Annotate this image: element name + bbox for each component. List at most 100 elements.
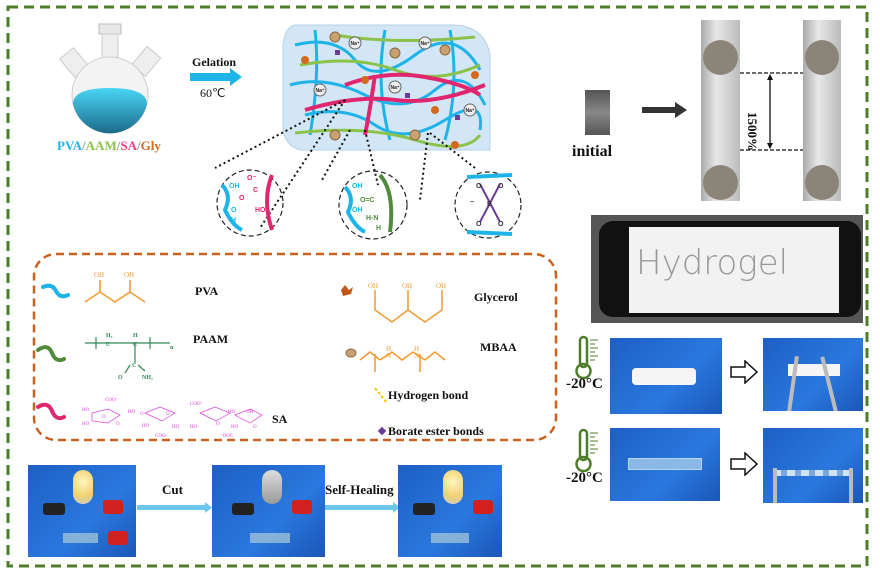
svg-text:O: O: [102, 415, 106, 420]
temperature-label: 60℃: [200, 86, 226, 100]
photo-frozen-white-gel-tweezers: [763, 338, 863, 411]
legend-paam: PAAM: [193, 332, 229, 346]
svg-text:HO: HO: [128, 410, 136, 415]
photo-frozen-white-gel: [610, 338, 722, 414]
svg-text:O: O: [476, 221, 482, 228]
svg-text:OH: OH: [352, 183, 363, 190]
sa-chain-icon: [36, 402, 66, 421]
legend-sa: SA: [272, 412, 288, 426]
svg-text:O: O: [118, 375, 123, 381]
sa-structure: COO⁻ HO HO O HO O O COO⁻ O HO HO O HO OH…: [82, 398, 263, 439]
photo-cut-led: [212, 465, 325, 557]
arrow-outline-icon: [730, 452, 758, 476]
svg-text:N: N: [386, 352, 391, 360]
svg-text:O: O: [239, 195, 245, 202]
photo-tensile-left: [701, 20, 740, 201]
cut-label: Cut: [162, 482, 183, 497]
pva-chain-icon: [41, 283, 70, 299]
glycerol-icon: [341, 285, 353, 296]
svg-text:HO: HO: [142, 424, 150, 429]
hydrogel-network: Na⁺ Na⁺ Na⁺ Na⁺ Na⁺: [282, 24, 491, 151]
svg-text:COO⁻: COO⁻: [105, 398, 119, 403]
mbaa-icon: [345, 348, 357, 358]
arrow-outline-icon: [730, 360, 758, 384]
svg-text:OH: OH: [229, 183, 240, 190]
svg-text:HO: HO: [82, 422, 90, 427]
svg-text:O=C: O=C: [360, 197, 375, 204]
flask-icon: [58, 23, 162, 134]
svg-text:C: C: [133, 342, 137, 348]
svg-text:OH: OH: [246, 410, 254, 415]
sodium-ion-label: Na⁺: [350, 41, 359, 47]
svg-text:H: H: [386, 345, 391, 353]
legend-glycerol: Glycerol: [474, 290, 518, 304]
gelation-arrow-icon: [190, 68, 242, 86]
svg-text:⁻OOC: ⁻OOC: [220, 434, 234, 439]
svg-text:O: O: [140, 412, 144, 417]
svg-text:H: H: [133, 333, 138, 339]
temp-label-row1: -20°C: [566, 376, 603, 392]
svg-text:H₂: H₂: [106, 333, 113, 339]
svg-text:HO: HO: [228, 410, 236, 415]
self-healing-arrow-icon: [325, 502, 400, 513]
svg-text:O: O: [116, 422, 120, 427]
sodium-ion-label: Na⁺: [465, 108, 474, 114]
svg-text:H: H: [414, 345, 419, 353]
sodium-ion-label: Na⁺: [390, 85, 399, 91]
svg-text:OH: OH: [436, 282, 446, 290]
svg-text:H: H: [231, 217, 236, 224]
svg-text:O: O: [166, 412, 170, 417]
photo-phone-writing: Hydrogel: [591, 215, 863, 323]
svg-text:OH: OH: [368, 282, 378, 290]
svg-text:HO: HO: [82, 408, 90, 413]
svg-text:HO: HO: [172, 425, 180, 430]
pva-sa-interaction: OH O⁻ C O O H HO: [220, 174, 274, 232]
svg-text:HO: HO: [231, 425, 239, 430]
sodium-ion-label: Na⁺: [420, 41, 429, 47]
svg-text:C: C: [253, 187, 258, 194]
legend-mbaa: MBAA: [480, 340, 517, 354]
borate-bond-icon: [377, 426, 387, 436]
legend-border: [32, 252, 558, 442]
self-healing-label: Self-Healing: [325, 482, 394, 497]
photo-frozen-clear-gel-twisted: [763, 428, 863, 503]
legend-hydrogen-bond: Hydrogen bond: [388, 388, 469, 402]
thermometer-icon: [575, 335, 598, 380]
svg-text:O: O: [216, 422, 220, 427]
thermometer-icon: [575, 428, 598, 473]
svg-text:OH: OH: [94, 271, 104, 279]
sodium-ion-icons: [313, 36, 477, 117]
svg-text:OH: OH: [124, 271, 134, 279]
svg-text:H: H: [376, 225, 381, 232]
paam-chain-icon: [36, 345, 66, 363]
legend-borate-ester-bonds: Borate ester bonds: [388, 424, 484, 438]
svg-text:COO⁻: COO⁻: [190, 402, 204, 407]
svg-text:HO: HO: [255, 207, 266, 214]
svg-text:HO: HO: [190, 425, 198, 430]
photo-lit-led: [28, 465, 136, 557]
svg-text:O⁻: O⁻: [247, 175, 256, 182]
temp-label-row2: -20°C: [566, 470, 603, 486]
svg-text:OH: OH: [402, 282, 412, 290]
precursor-label: PVA/AAM/SA/Gly: [57, 138, 161, 153]
pva-paam-interaction: OH O=C OH H-N H: [343, 173, 394, 234]
svg-text:O: O: [498, 221, 504, 228]
svg-text:O: O: [253, 425, 257, 430]
svg-text:OH: OH: [352, 207, 363, 214]
stretch-arrow-icon: [642, 102, 687, 118]
photo-frozen-clear-gel: [610, 428, 720, 501]
svg-text:n: n: [170, 345, 174, 351]
svg-text:O: O: [231, 207, 237, 214]
svg-text:H-N: H-N: [366, 215, 378, 222]
gelation-label: Gelation: [192, 55, 236, 69]
svg-text:O: O: [498, 183, 504, 190]
svg-text:C: C: [106, 342, 110, 348]
svg-text:COO−: COO−: [155, 434, 169, 439]
legend-pva: PVA: [195, 284, 219, 298]
svg-text:B: B: [487, 201, 492, 208]
initial-label: initial: [572, 143, 613, 160]
svg-text:N: N: [414, 352, 419, 360]
cut-arrow-icon: [137, 502, 212, 513]
